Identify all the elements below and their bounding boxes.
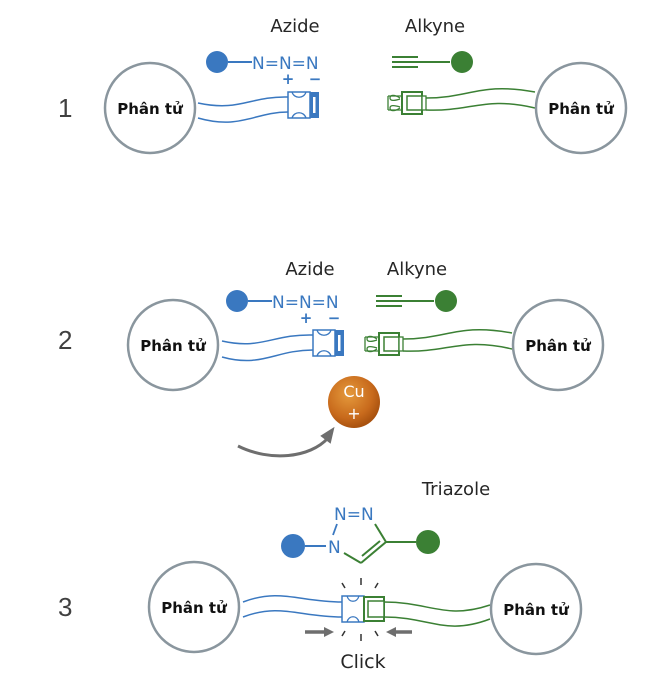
tether-line: [383, 601, 491, 612]
alkyne-label: Alkyne: [387, 259, 447, 280]
molecule-circle: [147, 560, 241, 654]
bond-line: [360, 541, 387, 564]
triazole-n-n: N=N: [334, 505, 374, 525]
copper-catalyst: Cu +: [328, 376, 380, 428]
triazole-n1: N: [328, 538, 341, 558]
triple-bond-icon: [392, 56, 450, 68]
azide-group-dot: [281, 534, 305, 558]
push-arrow-right-icon: [386, 627, 412, 637]
tether-line: [425, 102, 536, 111]
molecule-circle: [103, 61, 197, 155]
azide-buckle-icon: [287, 91, 320, 119]
alkyne-label: Alkyne: [405, 16, 465, 37]
molecule-circle: [511, 298, 605, 392]
alkyne-group-dot: [451, 51, 473, 73]
step-2: 2 Phân tử Azide N=N=N + − Alkyne Phân tử: [58, 259, 605, 458]
left-molecule: Phân tử: [147, 560, 241, 654]
molecule-circle: [126, 298, 220, 392]
azide-buckle-icon: [312, 329, 345, 357]
triazole-structure: N N=N: [281, 505, 440, 564]
bond-line: [332, 523, 338, 536]
molecule-circle: [489, 562, 583, 656]
alkyne-buckle-icon: [387, 91, 427, 115]
molecule-label: Phân tử: [117, 100, 183, 118]
push-arrow-left-icon: [305, 627, 334, 637]
azide-group-dot: [206, 51, 228, 73]
molecule-label: Phân tử: [161, 599, 227, 617]
tether-line: [402, 343, 513, 352]
charge-minus: −: [328, 309, 341, 327]
right-molecule: Phân tử: [511, 298, 605, 392]
tether-line: [221, 349, 314, 362]
right-molecule: Phân tử: [489, 562, 583, 656]
bond-line: [361, 540, 381, 557]
alkyne-group-dot: [435, 290, 457, 312]
step-number: 2: [58, 325, 72, 355]
step-number: 1: [58, 93, 72, 123]
left-molecule: Phân tử: [103, 61, 197, 155]
copper-ion-icon: [328, 376, 380, 428]
triazole-label: Triazole: [421, 479, 490, 500]
azide-label: Azide: [270, 16, 319, 37]
tether-line: [221, 334, 314, 345]
tether-line: [242, 595, 343, 603]
charge-plus: +: [300, 309, 313, 327]
tether-line: [402, 329, 513, 340]
tether-line: [197, 111, 289, 123]
azide-formula: N=N=N: [272, 293, 339, 313]
azide-label: Azide: [285, 259, 334, 280]
azide-formula: N=N=N: [252, 54, 319, 74]
molecule-label: Phân tử: [548, 100, 614, 118]
connected-buckle-icon: [341, 595, 385, 623]
click-label: Click: [340, 651, 385, 673]
tether-line: [242, 610, 343, 618]
charge-minus: −: [309, 70, 322, 88]
step-3: 3 Triazole N N=N Phân tử: [58, 479, 583, 673]
alkyne-buckle-icon: [364, 332, 404, 356]
curved-arrow-icon: [237, 426, 335, 458]
right-molecule: Phân tử: [534, 61, 628, 155]
triple-bond-icon: [376, 295, 434, 307]
tether-line: [197, 96, 289, 107]
charge-plus: +: [282, 70, 295, 88]
molecule-label: Phân tử: [525, 337, 591, 355]
catalyst-charge: +: [347, 404, 360, 423]
left-molecule: Phân tử: [126, 298, 220, 392]
alkyne-group-dot: [416, 530, 440, 554]
molecule-label: Phân tử: [503, 601, 569, 619]
catalyst-symbol: Cu: [343, 382, 364, 401]
molecule-circle: [534, 61, 628, 155]
click-burst-icon: [341, 578, 379, 641]
step-number: 3: [58, 592, 72, 622]
bond-line: [374, 523, 387, 543]
tether-line: [425, 88, 536, 99]
azide-group-dot: [226, 290, 248, 312]
tether-line: [383, 616, 491, 627]
step-1: 1 Phân tử Azide N=N=N + − Alkyne Phân: [58, 16, 628, 155]
bond-line: [343, 552, 362, 564]
molecule-label: Phân tử: [140, 337, 206, 355]
